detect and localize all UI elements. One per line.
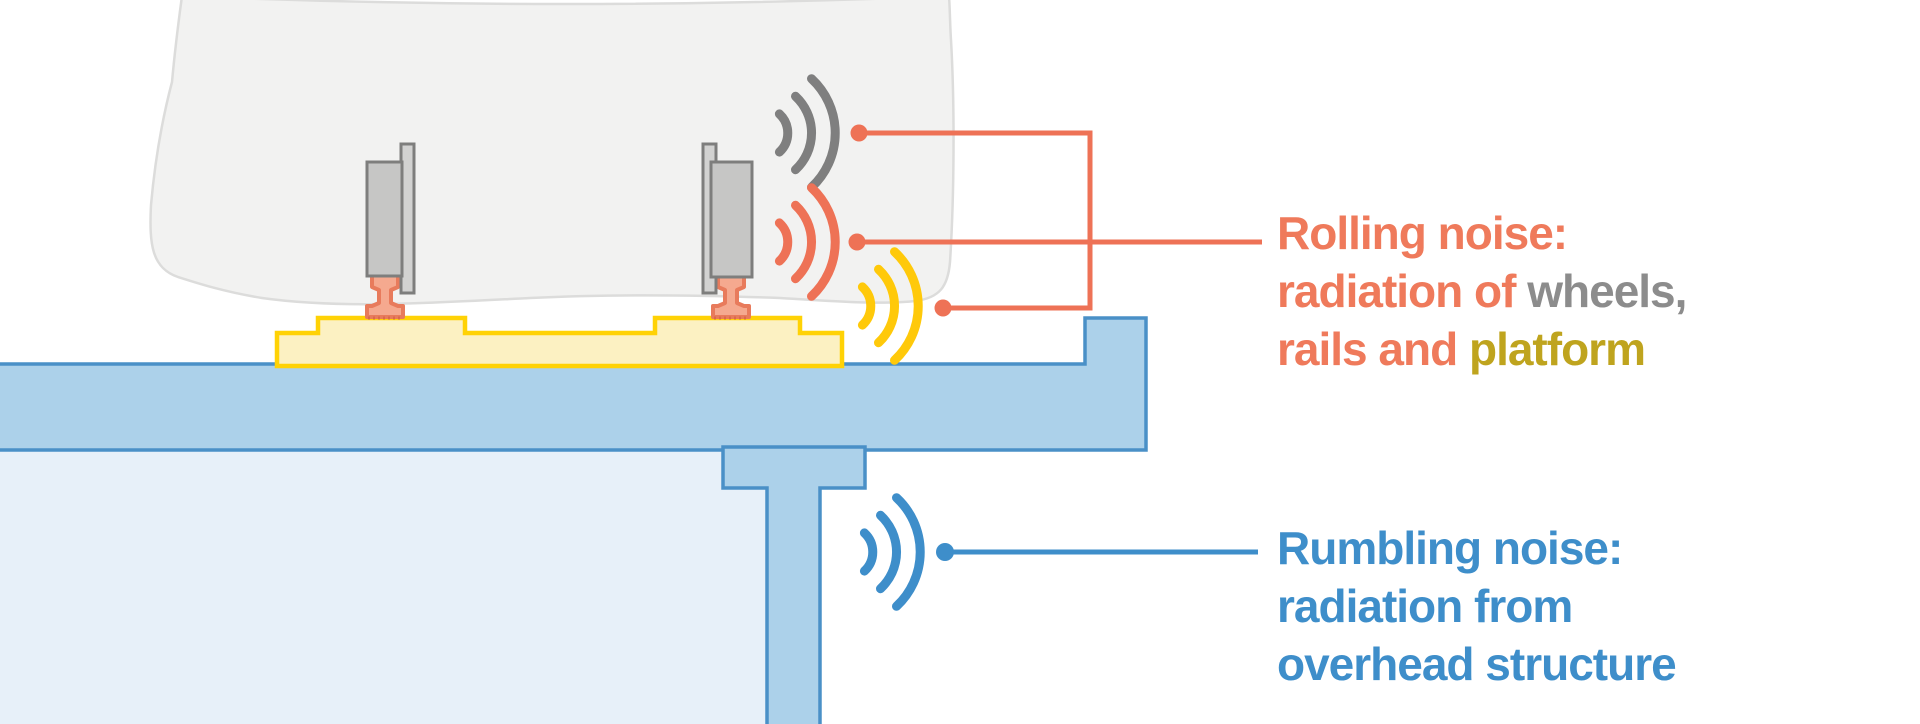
rolling-noise-label: Rolling noise: radiation of wheels, rail… xyxy=(1277,204,1687,378)
rumbling-noise-title-text: Rumbling noise: xyxy=(1277,522,1623,574)
wheel-connector-dot xyxy=(850,124,868,142)
rolling-noise-title: Rolling noise: xyxy=(1277,204,1686,262)
right-wheel-body xyxy=(709,160,754,279)
rolling-noise-desc-line2: rails and platform xyxy=(1277,320,1686,378)
bridge-girder xyxy=(721,445,867,724)
right-rail xyxy=(711,273,751,319)
rumbling-noise-label: Rumbling noise: radiation from overhead … xyxy=(1277,519,1677,693)
rumbling-noise-desc-line2: overhead structure xyxy=(1277,638,1677,690)
rolling-desc-platform: platform xyxy=(1468,323,1646,375)
rolling-connector-bracket xyxy=(859,130,1093,311)
bridge-deck xyxy=(0,316,1148,452)
structure-connector-dot xyxy=(936,543,954,561)
rolling-desc-wheels: wheels, xyxy=(1527,265,1687,317)
rolling-desc-accent1: radiation of xyxy=(1277,265,1528,317)
rumbling-noise-desc-line1: radiation from xyxy=(1277,580,1573,632)
structure-sound-waves-icon xyxy=(864,498,920,607)
bridge-interior xyxy=(0,450,767,724)
left-wheel-body xyxy=(365,160,404,278)
rail-connector-dot xyxy=(848,233,866,251)
rolling-desc-accent2: rails and xyxy=(1277,323,1469,375)
track-slab xyxy=(274,315,845,369)
rolling-noise-title-text: Rolling noise: xyxy=(1277,207,1568,259)
rumbling-noise-title: Rumbling noise: xyxy=(1277,519,1676,577)
left-rail xyxy=(365,273,405,319)
rolling-noise-desc-line1: radiation of wheels, xyxy=(1277,262,1687,320)
platform-connector-dot xyxy=(934,299,952,317)
